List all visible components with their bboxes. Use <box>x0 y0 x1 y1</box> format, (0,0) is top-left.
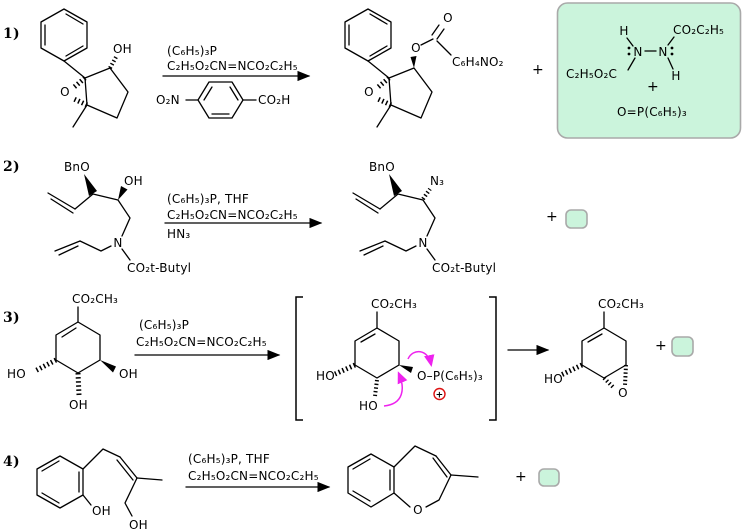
reaction-4-conditions-line-2: C₂H₅O₂CN=NCO₂C₂H₅ <box>188 469 319 483</box>
benzyloxy-label: BnO <box>64 160 90 174</box>
nitroaryl-label: C₆H₄NO₂ <box>452 55 504 69</box>
plus-sign-2: + <box>546 209 558 225</box>
reaction-4-conditions-line-1: (C₆H₅)₃P, THF <box>188 452 270 466</box>
hydroxyl-left-label: HO <box>544 372 563 386</box>
hydroxyl-label: OH <box>124 174 143 188</box>
phosphine-oxide-label: O=P(C₆H₅)₃ <box>617 105 687 119</box>
reactant-1-structure: OH O <box>40 8 132 128</box>
byproducts-box: H N N CO₂C₂H₅ C₂H₅O₂C H + O=P(C₆H₅)₃ <box>556 2 742 139</box>
product-2-structure: BnO N₃ N CO₂t-Butyl <box>352 160 496 275</box>
reactant-4-structure: OH OH <box>36 448 163 531</box>
bracket-left <box>295 296 303 421</box>
hydrazide-ester-top: CO₂C₂H₅ <box>673 23 724 37</box>
reaction-3-conditions-line-1: (C₆H₅)₃P <box>139 318 189 332</box>
azide-label: N₃ <box>430 174 444 188</box>
reaction-2-conditions-line-3: HN₃ <box>167 227 190 241</box>
benzyloxy-label: BnO <box>369 160 395 174</box>
plus-sign-3: + <box>655 338 667 354</box>
reaction-4-label: 4) <box>3 454 20 470</box>
hydroxyl-bottom-label: HO <box>359 399 378 413</box>
mechanism-arrow-hydroxyl-attack <box>383 371 408 407</box>
phosphonium-charge-sign: + <box>436 391 444 401</box>
hydrazide-n-left: N <box>633 45 642 59</box>
methyl-ester-label: CO₂CH₃ <box>371 297 417 311</box>
nitrobenzoic-acid-structure: O₂N CO₂H <box>156 81 290 119</box>
reaction-3-label: 3) <box>3 310 20 326</box>
product-4-structure: O <box>347 445 479 517</box>
epoxide-oxygen-label: O <box>60 85 70 99</box>
byproducts-plus-sign: + <box>647 79 659 95</box>
byproducts-placeholder-box-4 <box>538 468 560 487</box>
hydrazide-structure: H N N CO₂C₂H₅ C₂H₅O₂C H <box>566 23 724 83</box>
reaction-2-label: 2) <box>3 159 20 175</box>
nitro-group-label: O₂N <box>156 93 180 107</box>
hydroxyl-right-label: OH <box>119 367 138 381</box>
reaction-1-conditions-line-1: (C₆H₅)₃P <box>167 44 217 58</box>
hydrazide-ester-bottom: C₂H₅O₂C <box>566 67 617 81</box>
byproducts-placeholder-box-2 <box>565 209 588 229</box>
product-1-structure: O O C₆H₄NO₂ O <box>344 8 504 128</box>
intermediate-3-structure: CO₂CH₃ HO HO O–P(C₆H₅)₃ + <box>316 297 483 413</box>
hydrazide-n-right: N <box>658 45 667 59</box>
hydroxyl-left-label: HO <box>316 369 335 383</box>
oxyphosphonium-label: O–P(C₆H₅)₃ <box>417 369 483 383</box>
amine-nitrogen-label: N <box>113 236 122 250</box>
epoxide-oxygen-label: O <box>618 386 628 400</box>
hydrazide-h-bottom: H <box>671 69 680 83</box>
reactant-3-structure: CO₂CH₃ HO OH OH <box>7 292 138 412</box>
amine-nitrogen-label: N <box>418 236 427 250</box>
carbamate-label: CO₂t-Butyl <box>432 261 496 275</box>
hydroxyl-label: OH <box>113 42 132 56</box>
bracket-right <box>489 296 497 421</box>
carboxylic-acid-label: CO₂H <box>258 93 290 107</box>
byproducts-placeholder-box-3 <box>671 336 694 357</box>
allylic-hydroxyl-label: OH <box>129 518 148 531</box>
reaction-1-label: 1) <box>3 26 20 42</box>
plus-sign-1: + <box>532 62 544 78</box>
methyl-ester-label: CO₂CH₃ <box>598 297 644 311</box>
byproducts-box-background <box>556 2 742 139</box>
carbonyl-oxygen-label: O <box>443 11 453 25</box>
reaction-2-conditions-line-2: C₂H₅O₂CN=NCO₂C₂H₅ <box>167 208 298 222</box>
phenol-hydroxyl-label: OH <box>92 504 111 518</box>
mechanism-arrow-co-bond <box>407 351 435 367</box>
plus-sign-4: + <box>515 469 527 485</box>
ring-oxygen-label: O <box>413 503 423 517</box>
hydroxyl-bottom-label: OH <box>69 398 88 412</box>
product-3-structure: CO₂CH₃ HO O <box>544 297 644 400</box>
reaction-2-conditions-line-1: (C₆H₅)₃P, THF <box>167 192 249 206</box>
hydroxyl-left-label: HO <box>7 367 26 381</box>
reaction-3-conditions-line-2: C₂H₅O₂CN=NCO₂C₂H₅ <box>136 335 267 349</box>
reaction-1-conditions-line-2: C₂H₅O₂CN=NCO₂C₂H₅ <box>167 59 298 73</box>
reactant-2-structure: BnO OH N CO₂t-Butyl <box>47 160 191 275</box>
phosphonium-charge-circle <box>433 387 446 401</box>
hydrazide-h-top: H <box>619 24 628 38</box>
epoxide-oxygen-label: O <box>364 85 374 99</box>
carbamate-label: CO₂t-Butyl <box>127 261 191 275</box>
ester-oxygen-label: O <box>411 41 421 55</box>
methyl-ester-label: CO₂CH₃ <box>72 292 118 306</box>
